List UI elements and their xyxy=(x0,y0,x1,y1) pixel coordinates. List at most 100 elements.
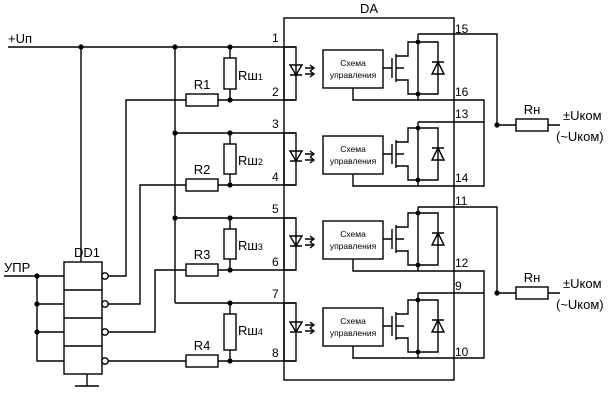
pin-9-label: 9 xyxy=(455,279,462,293)
junction-dot xyxy=(227,300,233,306)
pin-4-label: 4 xyxy=(272,170,279,184)
input-port-3 xyxy=(283,217,297,271)
mosfet-4 xyxy=(383,299,418,353)
junction-dot xyxy=(227,97,233,103)
dd1-out3-wire xyxy=(108,269,186,333)
resistor-r2 xyxy=(185,178,219,192)
resistor-rsh4-label: Rш4 xyxy=(238,323,263,338)
mosfet-2 xyxy=(383,127,418,181)
resistor-r3-label: R3 xyxy=(194,247,211,262)
pin-8-label: 8 xyxy=(272,346,279,360)
da-module xyxy=(283,17,455,381)
channel-2: 3 4 Схема управления 13 14 xyxy=(272,107,469,187)
resistor-rsh4 xyxy=(223,313,237,351)
pin-1-label: 1 xyxy=(272,31,279,45)
inverter-bubble xyxy=(101,300,109,308)
mosfet-1 xyxy=(383,41,418,95)
out-15-wire xyxy=(418,33,498,125)
control-block-2-line2: управления xyxy=(330,156,377,166)
mosfet-body-3 xyxy=(417,212,439,266)
resistor-r4-label: R4 xyxy=(194,338,211,353)
resistor-rsh1-label: Rш1 xyxy=(238,68,263,83)
supply-label: +Uп xyxy=(8,31,32,46)
resistor-r1-label: R1 xyxy=(194,77,211,92)
channel-4-feed xyxy=(352,346,418,359)
optocoupler-led-2 xyxy=(288,150,316,164)
channel-2-feed xyxy=(352,174,418,187)
channel-4: 7 8 Схема управления 9 10 xyxy=(272,279,469,362)
dd1-out1-wire xyxy=(108,99,186,277)
dd1-label: DD1 xyxy=(74,245,100,260)
control-block-4-line2: управления xyxy=(330,328,377,338)
channel-3: 5 6 Схема управления 11 12 xyxy=(272,194,469,272)
resistor-rsh3 xyxy=(223,228,237,260)
resistor-r2-label: R2 xyxy=(194,162,211,177)
dd1-gate-dividers xyxy=(64,289,102,347)
control-block-2-line1: Схема xyxy=(340,144,366,154)
protection-diode-3 xyxy=(430,231,446,246)
optocoupler-led-1 xyxy=(288,64,316,78)
control-common-wire xyxy=(36,276,64,362)
load-2-label: Rн xyxy=(524,270,541,285)
mosfet-body-2 xyxy=(417,127,439,181)
load-2-voltage-label: ±Uком xyxy=(563,276,602,291)
da-label: DA xyxy=(360,1,378,16)
control-block-3-line1: Схема xyxy=(340,229,366,239)
pin-5-label: 5 xyxy=(272,202,279,216)
resistor-r4 xyxy=(185,354,219,368)
junction-dot xyxy=(227,130,233,136)
load-2-ac-label: (~Uком) xyxy=(556,297,604,312)
dd1-out2-wire xyxy=(108,184,186,305)
load-1-label: Rн xyxy=(524,102,541,117)
inverter-bubble xyxy=(101,328,109,336)
control-block-3 xyxy=(322,220,384,260)
control-block-1-line1: Схема xyxy=(340,58,366,68)
pin-6-label: 6 xyxy=(272,255,279,269)
channel-3-feed xyxy=(352,259,418,272)
junction-dot xyxy=(227,267,233,273)
resistor-r1 xyxy=(185,93,219,107)
pin-10-label: 10 xyxy=(455,345,469,359)
pin-16-label: 16 xyxy=(455,85,469,99)
pin-14-label: 14 xyxy=(455,171,469,185)
optocoupler-led-3 xyxy=(288,235,316,249)
junction-dot xyxy=(227,215,233,221)
inverter-bubble xyxy=(101,357,109,365)
inverter-bubble xyxy=(101,272,109,280)
pin-15-label: 15 xyxy=(455,22,469,36)
out-11-wire xyxy=(418,206,498,293)
control-input-label: УПР xyxy=(4,260,30,275)
resistor-rsh2 xyxy=(223,143,237,175)
control-block-1-line2: управления xyxy=(330,70,377,80)
pin-13-label: 13 xyxy=(455,107,469,121)
resistor-r3 xyxy=(185,263,219,277)
control-block-4 xyxy=(322,307,384,347)
control-block-1 xyxy=(322,49,384,89)
resistor-rsh2-label: Rш2 xyxy=(238,153,263,168)
control-block-3-line2: управления xyxy=(330,241,377,251)
channel-1-feed xyxy=(352,88,418,101)
load-1-ac-label: (~Uком) xyxy=(556,129,604,144)
protection-diode-2 xyxy=(430,146,446,161)
optocoupler-led-4 xyxy=(288,321,316,335)
load-1-voltage-label: ±Uком xyxy=(563,108,602,123)
pin-7-label: 7 xyxy=(272,287,279,301)
pin-11-label: 11 xyxy=(455,194,468,208)
mosfet-body-1 xyxy=(417,41,439,95)
mosfet-body-4 xyxy=(417,299,439,353)
control-block-4-line1: Схема xyxy=(340,316,366,326)
resistor-rsh1 xyxy=(223,57,237,90)
channel-1: 1 2 Схема управления 15 16 xyxy=(272,22,469,101)
load-resistor-2 xyxy=(515,286,549,300)
mosfet-3 xyxy=(383,212,418,266)
load-resistor-1 xyxy=(515,118,549,132)
junction-dot xyxy=(227,182,233,188)
pin-12-label: 12 xyxy=(455,256,469,270)
junction-dot xyxy=(227,358,233,364)
protection-diode-1 xyxy=(430,60,446,75)
pin-2-label: 2 xyxy=(272,85,279,99)
control-block-2 xyxy=(322,135,384,175)
out-12-10-wire xyxy=(418,270,485,359)
resistor-to-pin-wires xyxy=(218,99,296,362)
